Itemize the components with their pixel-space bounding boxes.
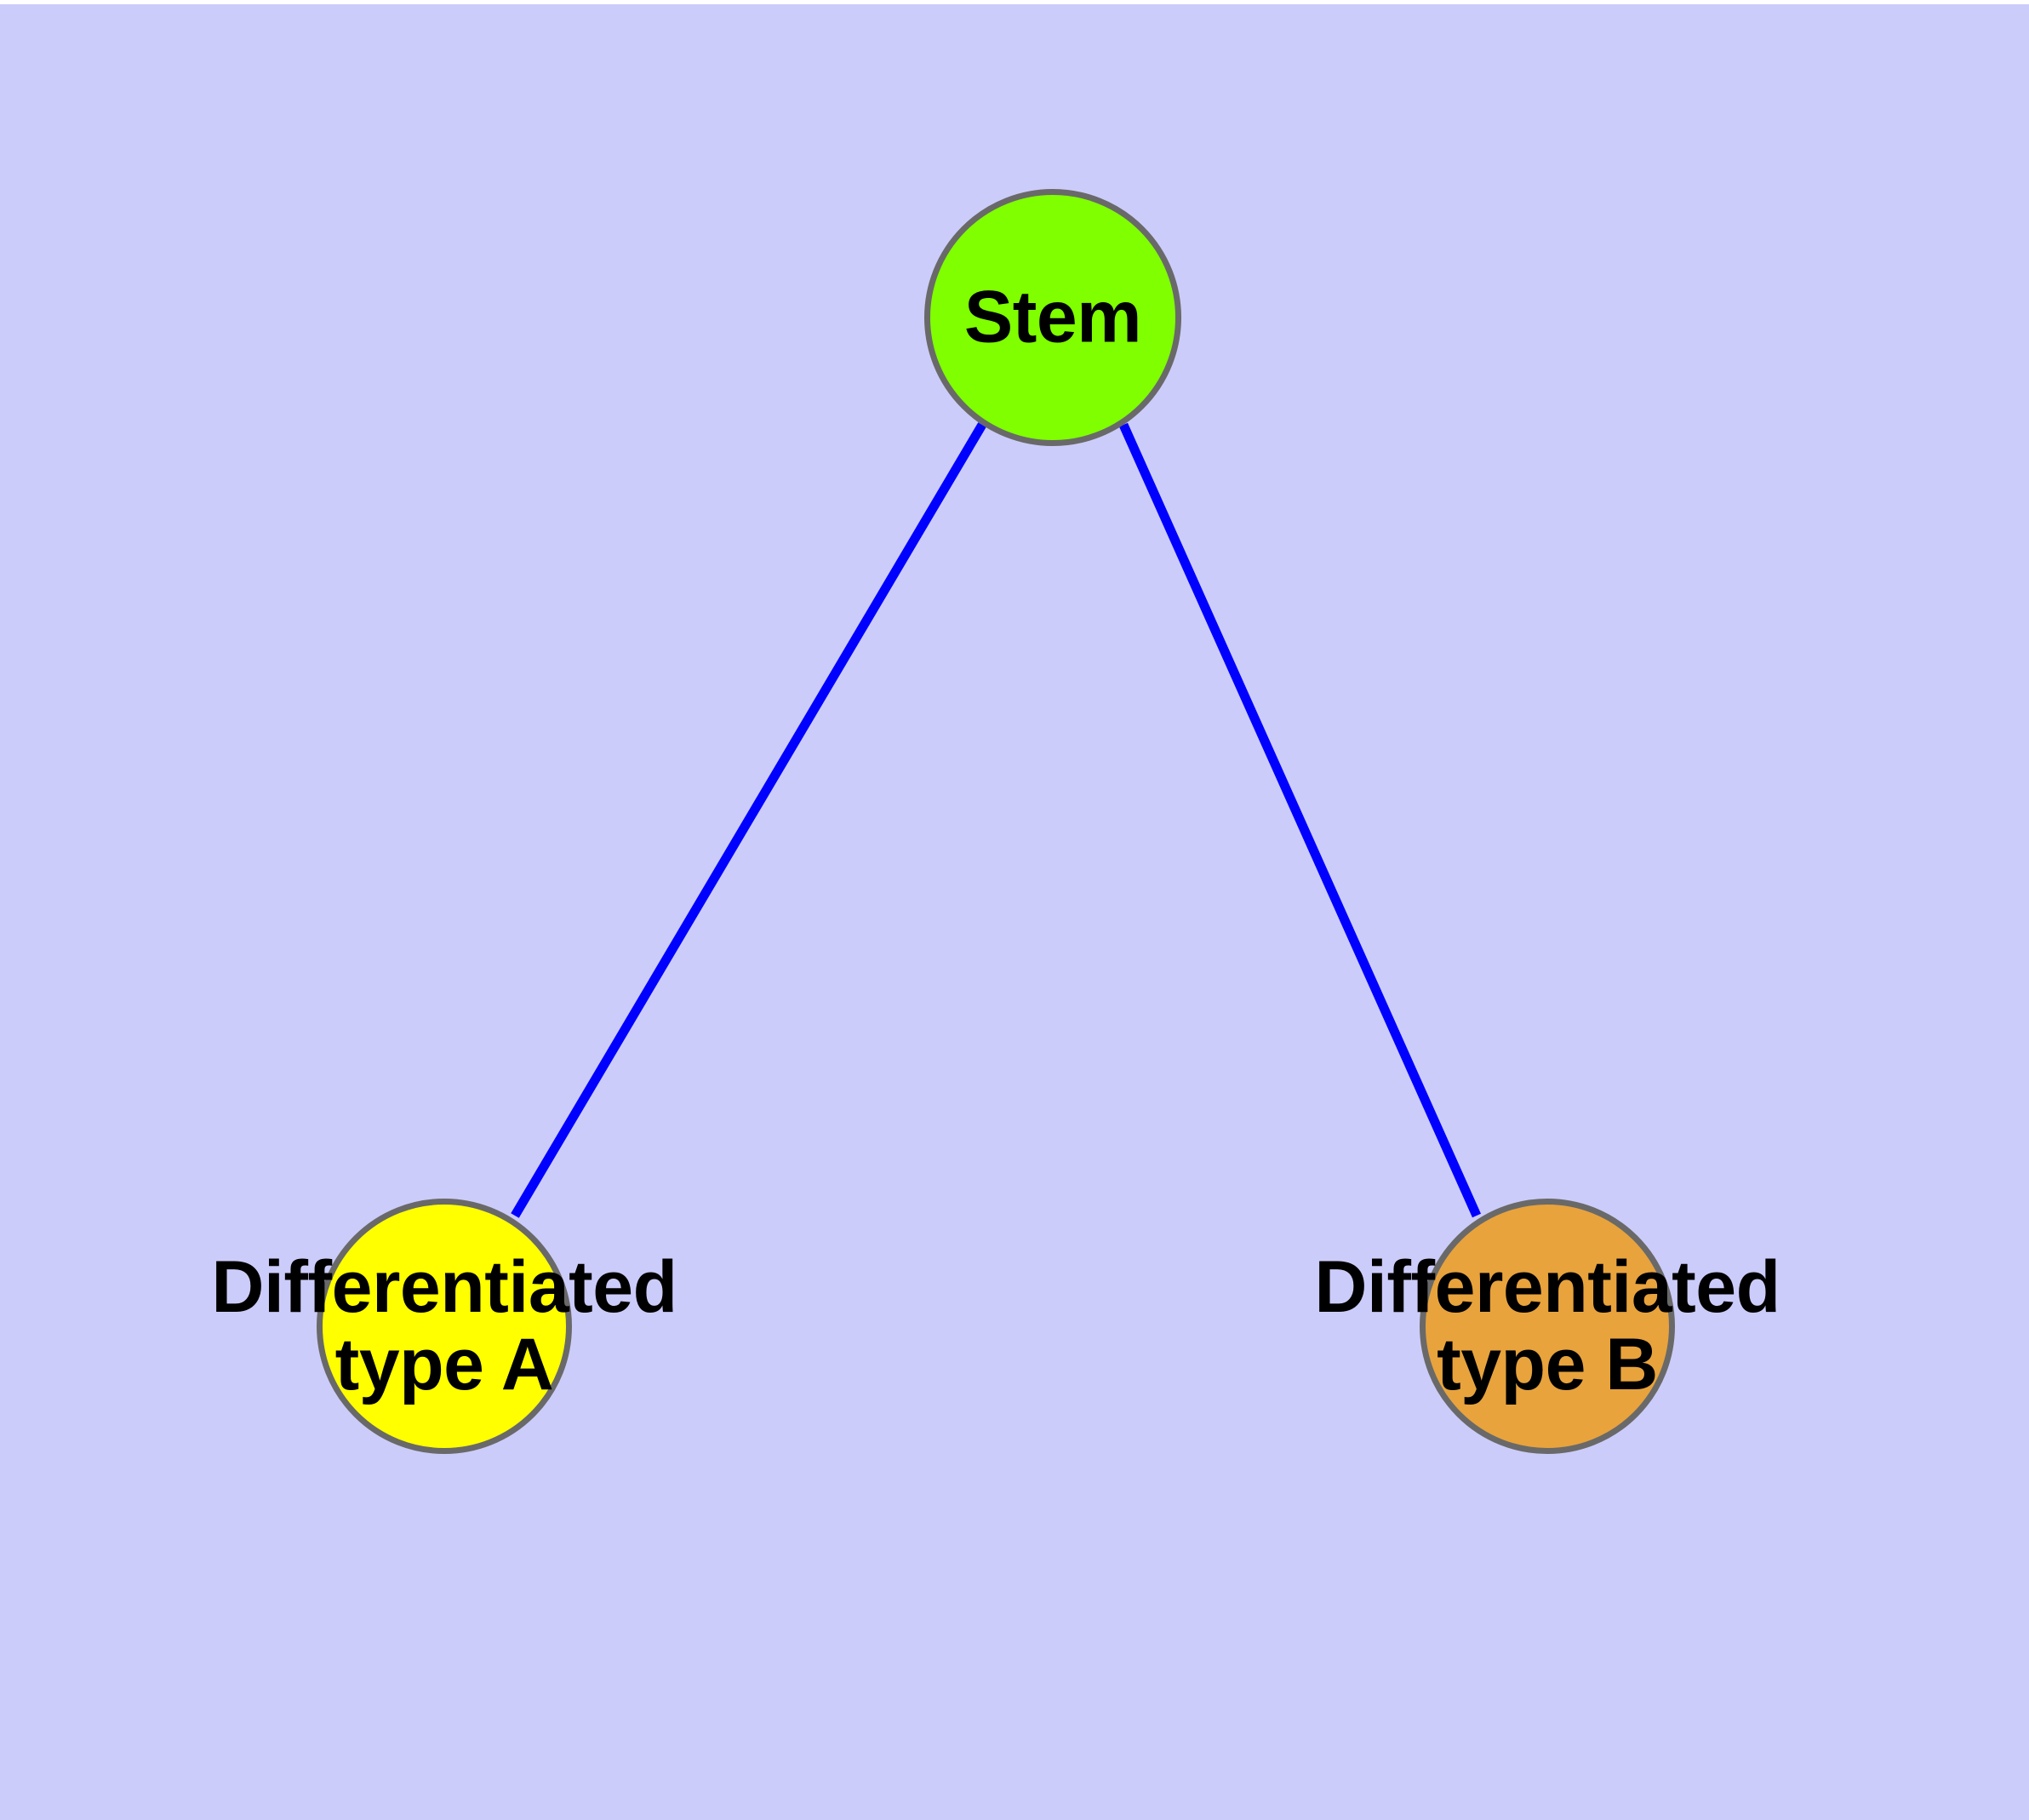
node-differentiated-type-b[interactable] <box>1420 1199 1675 1454</box>
nodes-group <box>317 189 1675 1454</box>
edge-stem-to-diff-a <box>511 422 986 1218</box>
node-stem[interactable] <box>924 189 1181 446</box>
node-differentiated-type-a[interactable] <box>317 1199 572 1454</box>
edge-stem-to-diff-b <box>1118 422 1482 1218</box>
edges-group <box>511 422 1482 1218</box>
